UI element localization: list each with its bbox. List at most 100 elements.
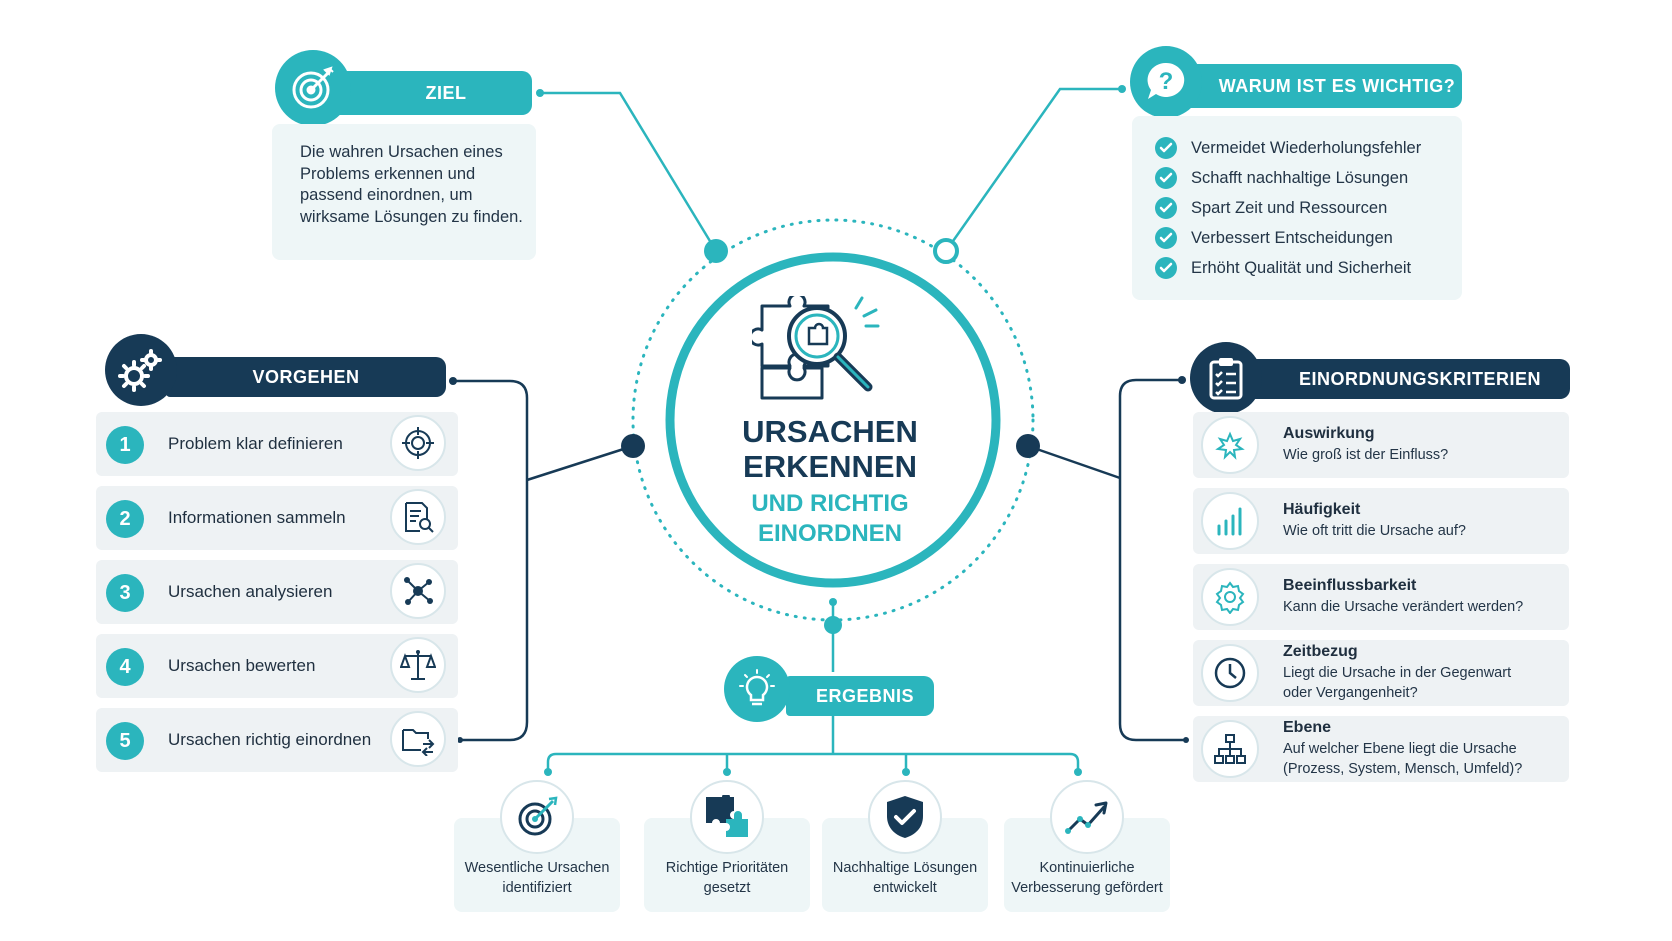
scale-icon bbox=[390, 637, 446, 693]
vorgehen-header: VORGEHEN bbox=[166, 357, 446, 397]
impact-icon bbox=[1201, 416, 1259, 474]
ergebnis-label-line: gesetzt bbox=[703, 880, 751, 896]
ergebnis-node bbox=[824, 616, 842, 634]
warum-item: Spart Zeit und Ressourcen bbox=[1155, 197, 1387, 219]
warum-header: WARUM IST ES WICHTIG? bbox=[1182, 64, 1462, 108]
ergebnis-item: Wesentliche Ursachen identifiziert bbox=[454, 780, 620, 912]
gears-icon bbox=[105, 334, 177, 406]
step-number: 5 bbox=[106, 722, 144, 760]
ergebnis-tree bbox=[546, 702, 1080, 770]
question-bubble-icon: ? bbox=[1130, 46, 1202, 118]
warum-connector bbox=[944, 87, 1122, 252]
ergebnis-label: Wesentliche Ursachen identifiziert bbox=[454, 858, 620, 898]
clipboard-icon bbox=[1190, 342, 1262, 414]
kriterium-title: Auswirkung bbox=[1283, 425, 1375, 442]
center-title-line2: ERKENNEN bbox=[743, 449, 917, 484]
step-number: 1 bbox=[106, 426, 144, 464]
vorgehen-node bbox=[621, 434, 645, 458]
warum-node bbox=[933, 238, 959, 264]
hierarchy-icon bbox=[1201, 720, 1259, 778]
check-icon bbox=[1155, 227, 1177, 249]
ergebnis-label-line: Nachhaltige Lösungen bbox=[832, 860, 978, 876]
step-label: Informationen sammeln bbox=[168, 508, 346, 527]
kriterium-title: Häufigkeit bbox=[1283, 501, 1361, 518]
kriterium-title: Zeitbezug bbox=[1283, 643, 1358, 660]
kriterium-description: Kann die Ursache verändert werden? bbox=[1283, 599, 1524, 615]
ziel-title: ZIEL bbox=[425, 82, 467, 103]
target-icon bbox=[275, 50, 351, 126]
ziel-card: Die wahren Ursachen eines Problems erken… bbox=[272, 124, 536, 260]
center-subtitle-line2: EINORDNEN bbox=[757, 520, 902, 547]
document-search-icon bbox=[390, 489, 446, 545]
target-icon bbox=[500, 780, 574, 854]
ergebnis-label-line: Richtige Prioritäten bbox=[665, 860, 789, 876]
kriterium-description: Wie groß ist der Einfluss? bbox=[1283, 447, 1449, 463]
ergebnis-label-line: Kontinuierliche bbox=[1039, 860, 1135, 876]
svg-text:?: ? bbox=[1159, 68, 1174, 95]
kriterien-node bbox=[1016, 434, 1040, 458]
ziel-text-line: wirksame Lösungen zu finden. bbox=[300, 207, 523, 226]
ergebnis-label-line: Verbesserung gefördert bbox=[1011, 880, 1163, 896]
warum-item-label: Verbessert Entscheidungen bbox=[1191, 228, 1393, 247]
step-label: Ursachen analysieren bbox=[168, 582, 333, 601]
warum-item-label: Spart Zeit und Ressourcen bbox=[1191, 198, 1388, 217]
kriterium-description: Liegt die Ursache in der Gegenwart bbox=[1283, 665, 1512, 681]
warum-title: WARUM IST ES WICHTIG? bbox=[1218, 75, 1456, 96]
ergebnis-title: ERGEBNIS bbox=[815, 685, 915, 706]
lightbulb-icon bbox=[724, 656, 790, 722]
step-number: 2 bbox=[106, 500, 144, 538]
ziel-text-line: Die wahren Ursachen eines bbox=[300, 143, 503, 161]
crosshair-icon bbox=[390, 415, 446, 471]
center-subtitle-line1: UND RICHTIG bbox=[751, 490, 909, 517]
check-icon bbox=[1155, 137, 1177, 159]
check-icon bbox=[1155, 167, 1177, 189]
bar-chart-icon bbox=[1201, 492, 1259, 550]
gear-icon bbox=[1201, 568, 1259, 626]
ergebnis-label-line: entwickelt bbox=[873, 880, 937, 896]
ergebnis-item: Nachhaltige Lösungen entwickelt bbox=[822, 780, 988, 912]
vorgehen-step: 1 Problem klar definieren bbox=[96, 412, 458, 476]
network-icon bbox=[390, 563, 446, 619]
check-icon bbox=[1155, 257, 1177, 279]
puzzle-magnifier-icon bbox=[748, 292, 902, 411]
warum-item: Vermeidet Wiederholungsfehler bbox=[1155, 137, 1421, 159]
kriterien-title: EINORDNUNGSKRITERIEN bbox=[1298, 368, 1541, 389]
vorgehen-title: VORGEHEN bbox=[252, 366, 360, 387]
kriterien-bracket bbox=[1118, 378, 1186, 742]
ziel-node bbox=[704, 239, 728, 263]
warum-item-label: Vermeidet Wiederholungsfehler bbox=[1191, 138, 1422, 157]
ergebnis-label-line: Wesentliche Ursachen bbox=[464, 860, 610, 876]
ergebnis-header: ERGEBNIS bbox=[786, 676, 934, 716]
step-label: Problem klar definieren bbox=[168, 434, 343, 453]
kriterium-description: Wie oft tritt die Ursache auf? bbox=[1283, 523, 1466, 539]
ergebnis-label-line: identifiziert bbox=[502, 880, 572, 896]
vorgehen-step: 5 Ursachen richtig einordnen bbox=[96, 708, 458, 772]
kriterium-description: Auf welcher Ebene liegt die Ursache bbox=[1283, 741, 1517, 757]
warum-item: Verbessert Entscheidungen bbox=[1155, 227, 1393, 249]
ziel-text-line: Problems erkennen und bbox=[300, 164, 476, 183]
ergebnis-item: Richtige Prioritäten gesetzt bbox=[644, 780, 810, 912]
warum-item: Erhöht Qualität und Sicherheit bbox=[1155, 257, 1411, 279]
step-label: Ursachen richtig einordnen bbox=[168, 730, 372, 749]
ergebnis-label: Nachhaltige Lösungen entwickelt bbox=[822, 858, 988, 898]
ziel-text-line: passend einordnen, um bbox=[300, 186, 473, 204]
ergebnis-label: Richtige Prioritäten gesetzt bbox=[644, 858, 810, 898]
warum-item-label: Erhöht Qualität und Sicherheit bbox=[1191, 258, 1412, 277]
trend-up-icon bbox=[1050, 780, 1124, 854]
kriterium-title: Beeinflussbarkeit bbox=[1283, 577, 1417, 594]
warum-item-label: Schafft nachhaltige Lösungen bbox=[1191, 168, 1409, 187]
center-title-line1: URSACHEN bbox=[742, 414, 918, 449]
check-icon bbox=[1155, 197, 1177, 219]
kriterium-description: oder Vergangenheit? bbox=[1283, 685, 1418, 701]
ziel-header: ZIEL bbox=[330, 71, 532, 115]
step-number: 3 bbox=[106, 574, 144, 612]
warum-item: Schafft nachhaltige Lösungen bbox=[1155, 167, 1408, 189]
folder-sort-icon bbox=[390, 711, 446, 767]
